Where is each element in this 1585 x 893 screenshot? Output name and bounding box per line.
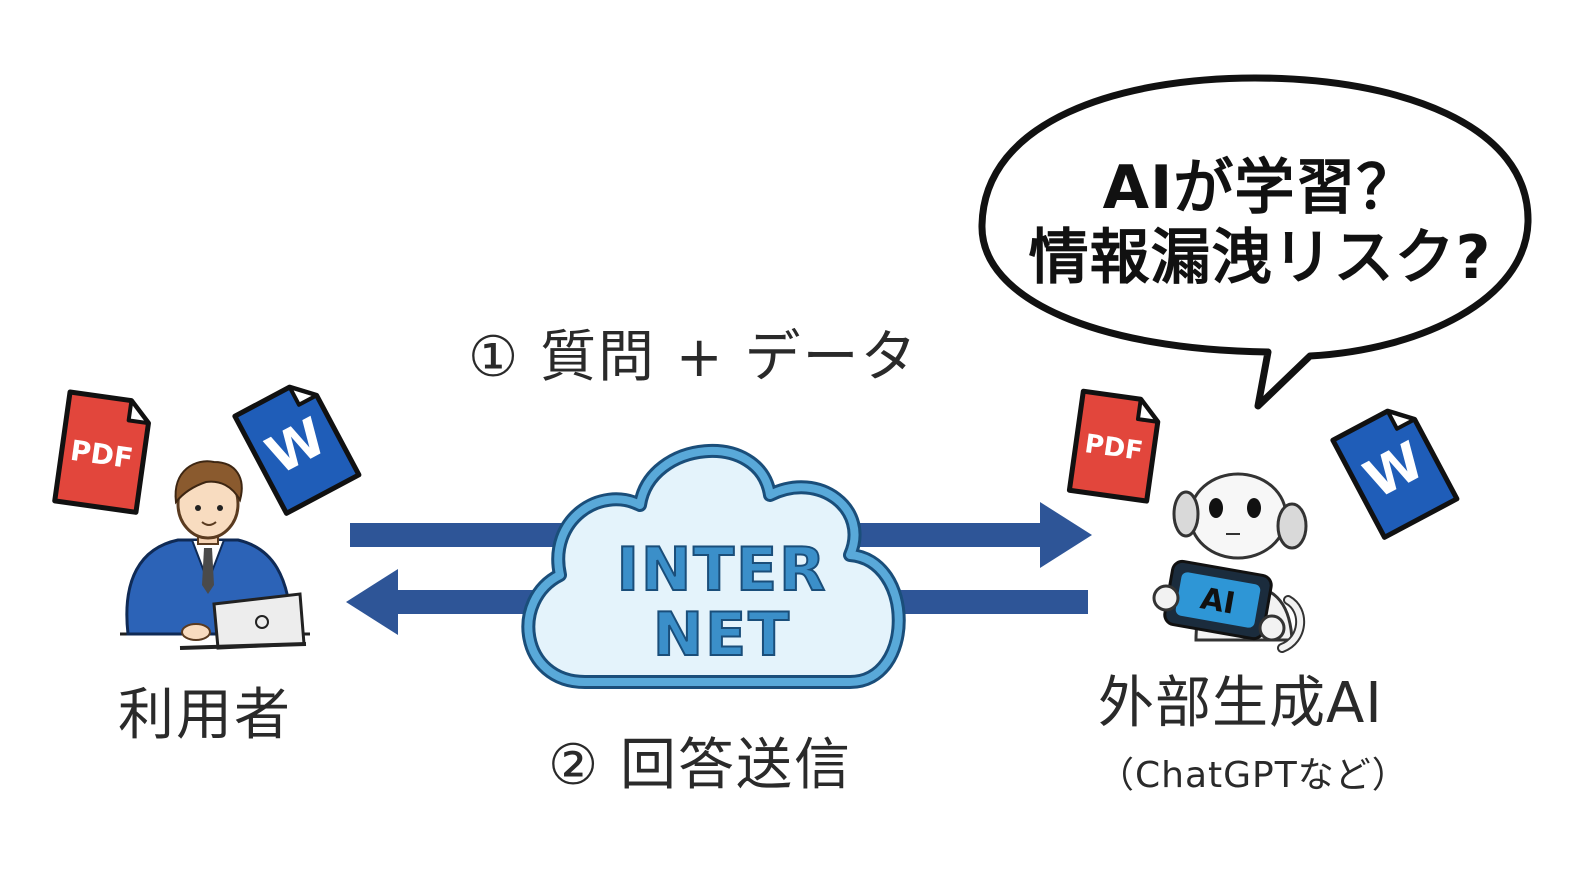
user-label: 利用者 (118, 683, 292, 748)
tablet-label: AI (1198, 581, 1238, 621)
cloud-text-line1: INTER (617, 535, 828, 605)
user-illustration (120, 460, 310, 650)
pdf-document-icon-user: PDF (52, 389, 151, 515)
ai-sublabel: （ChatGPTなど） (1098, 755, 1409, 796)
cloud-text-line2: NET (653, 600, 791, 670)
speech-bubble (978, 74, 1532, 410)
step1-label: ① 質問 + データ (468, 325, 919, 390)
step2-label: ② 回答送信 (548, 733, 853, 798)
word-document-icon-ai: W (1330, 408, 1460, 540)
robot-icon: AI (1152, 472, 1308, 653)
pdf-document-icon-ai: PDF (1066, 388, 1161, 504)
ai-label: 外部生成AI (1098, 671, 1383, 736)
word-document-icon-user: W (232, 384, 362, 516)
bubble-text-line2: 情報漏洩リスク? (1028, 223, 1492, 293)
internet-cloud: INTER NET (521, 444, 906, 689)
bubble-text-line1: AIが学習？ (1102, 153, 1418, 223)
